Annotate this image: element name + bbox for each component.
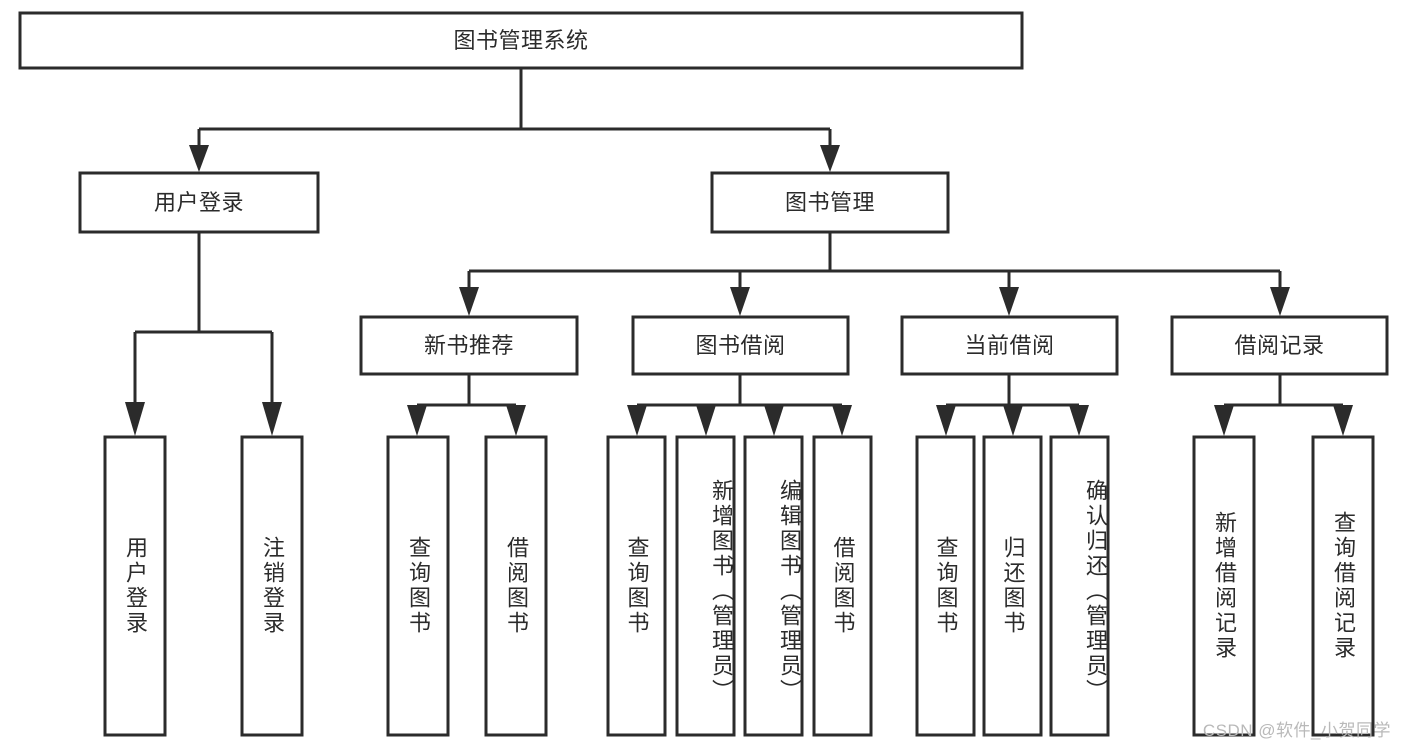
leaf-box-records-add[interactable]: [1192, 435, 1256, 737]
arrowhead-leaf-borrow-add: [696, 405, 716, 436]
arrowhead-leaf-current-query: [936, 405, 956, 436]
arrowhead-leaf-recommend-borrow: [506, 405, 526, 436]
leaf-box-records-query[interactable]: [1311, 435, 1375, 737]
leaf-box-borrow-add[interactable]: [675, 435, 736, 737]
arrowhead-book-borrow: [730, 287, 750, 316]
node-box-borrow-records[interactable]: [1170, 315, 1389, 376]
leaf-box-recommend-query[interactable]: [386, 435, 450, 737]
node-box-book-borrow[interactable]: [631, 315, 850, 376]
arrowhead-leaf-borrow-query: [627, 405, 647, 436]
leaf-box-user-login-login[interactable]: [103, 435, 167, 737]
arrowhead-leaf-user-login-login: [125, 402, 145, 436]
node-box-book-management[interactable]: [710, 171, 950, 234]
arrowhead-leaf-user-login-logout: [262, 402, 282, 436]
arrowhead-leaf-records-add: [1214, 405, 1234, 436]
arrowhead-new-book-recommend: [459, 287, 479, 316]
arrowhead-leaf-recommend-query: [407, 405, 427, 436]
node-box-root[interactable]: [18, 11, 1024, 70]
leaf-box-recommend-borrow[interactable]: [484, 435, 548, 737]
leaf-box-borrow-edit[interactable]: [743, 435, 804, 737]
arrowhead-leaf-borrow-edit: [764, 405, 784, 436]
arrowhead-leaf-records-query: [1333, 405, 1353, 436]
arrowhead-leaf-borrow-lend: [832, 405, 852, 436]
leaf-box-current-return[interactable]: [982, 435, 1043, 737]
node-box-user-login[interactable]: [78, 171, 320, 234]
arrowhead-book-management: [820, 145, 840, 172]
node-box-new-book-recommend[interactable]: [359, 315, 579, 376]
arrowhead-leaf-current-return: [1003, 405, 1023, 436]
leaf-box-user-login-logout[interactable]: [240, 435, 304, 737]
node-box-current-borrow[interactable]: [900, 315, 1119, 376]
arrowhead-current-borrow: [999, 287, 1019, 316]
leaf-box-borrow-query[interactable]: [606, 435, 667, 737]
arrowhead-leaf-current-confirm: [1069, 405, 1089, 436]
arrowhead-borrow-records: [1270, 287, 1290, 316]
leaf-box-current-confirm[interactable]: [1049, 435, 1110, 737]
arrowhead-user-login: [189, 145, 209, 172]
leaf-box-borrow-lend[interactable]: [812, 435, 873, 737]
leaf-box-current-query[interactable]: [915, 435, 976, 737]
